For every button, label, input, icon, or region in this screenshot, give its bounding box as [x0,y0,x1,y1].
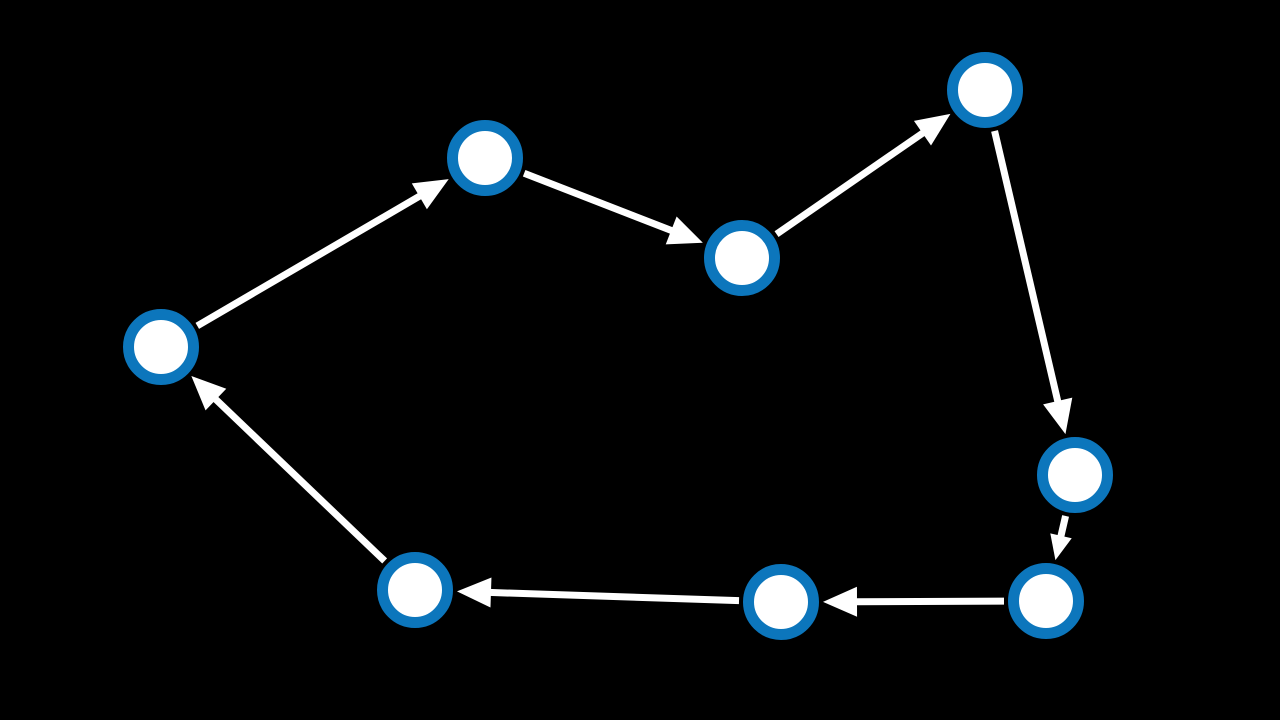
edge-arrowhead-icon [411,179,449,210]
edge-line[interactable] [195,192,423,329]
graph-node[interactable] [947,52,1023,128]
edge-arrowhead-icon [1043,397,1073,435]
edge-line[interactable] [488,588,740,605]
edge-line[interactable] [991,130,1062,404]
graph-node[interactable] [377,552,453,628]
edge-arrowhead-icon [456,577,492,608]
graph-node[interactable] [1008,563,1084,639]
edge-line[interactable] [522,169,675,235]
graph-node[interactable] [447,120,523,196]
graph-node[interactable] [743,564,819,640]
edge-arrowhead-icon [1050,533,1072,561]
edge-arrowhead-icon [665,216,703,245]
graph-node[interactable] [123,309,199,385]
graph-node[interactable] [1037,437,1113,513]
edge-line[interactable] [774,129,927,237]
nodes-layer [123,52,1113,640]
edge-arrowhead-icon [913,113,951,146]
edge-line[interactable] [212,395,388,564]
edge-line[interactable] [854,597,1005,606]
edge-arrowhead-icon [191,376,227,411]
edge-arrowhead-icon [822,586,858,617]
edge-line[interactable] [1057,515,1069,539]
edges-layer [191,113,1073,617]
graph-node[interactable] [704,220,780,296]
